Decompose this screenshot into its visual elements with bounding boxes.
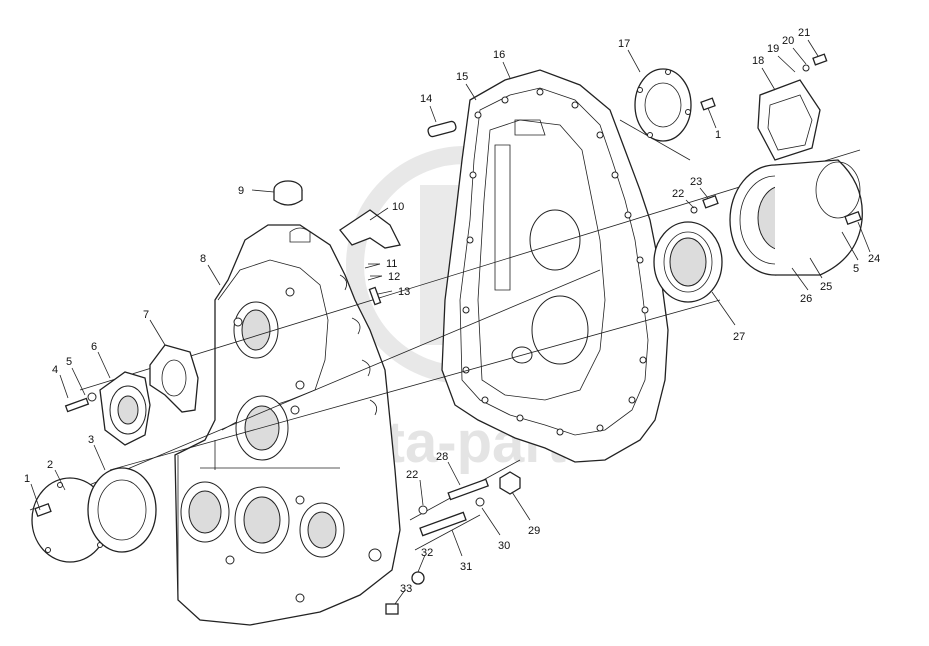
callout-14: 14	[420, 93, 432, 105]
parts-19-21	[802, 53, 828, 72]
callout-labels: 1 2 3 4 5 6 7 8 9 10 11 12 13 14 15 16 1…	[24, 27, 880, 595]
callout-33: 33	[400, 583, 412, 595]
callout-30: 30	[498, 540, 510, 552]
part-10-bracket	[339, 209, 401, 249]
callout-23: 23	[690, 176, 702, 188]
callout-19: 19	[767, 43, 779, 55]
callout-12: 12	[388, 271, 400, 283]
callout-6: 6	[91, 341, 97, 353]
callout-7: 7	[143, 309, 149, 321]
callout-5-right: 5	[853, 263, 859, 275]
parts-11-13	[364, 263, 383, 306]
callout-22-right: 22	[672, 188, 684, 200]
callout-31: 31	[460, 561, 472, 573]
part-7-gasket	[149, 344, 199, 413]
callout-4: 4	[52, 364, 58, 376]
callout-9: 9	[238, 185, 244, 197]
part-24-bolt	[844, 211, 862, 225]
part-3-gasket	[87, 467, 157, 553]
part-9-cap	[273, 180, 303, 206]
part-17-cover	[634, 68, 692, 142]
part-1-bolt-left	[34, 503, 52, 517]
part-26-housing	[729, 159, 863, 276]
callout-26: 26	[800, 293, 812, 305]
callout-22-bottom: 22	[406, 469, 418, 481]
rear-plate	[441, 69, 669, 463]
parts-22-23	[690, 195, 719, 214]
callout-29: 29	[528, 525, 540, 537]
callout-8: 8	[200, 253, 206, 265]
callout-27: 27	[733, 331, 745, 343]
part-1-bolt-right	[700, 97, 716, 111]
callout-3: 3	[88, 434, 94, 446]
callout-21: 21	[798, 27, 810, 39]
parts-28-33	[385, 471, 521, 615]
part-4-bolt	[64, 392, 97, 413]
callout-20: 20	[782, 35, 794, 47]
callout-10: 10	[392, 201, 404, 213]
callout-17: 17	[618, 38, 630, 50]
callout-16: 16	[493, 49, 505, 61]
part-6-bearing-cover	[99, 371, 151, 446]
callout-1-left: 1	[24, 473, 30, 485]
callout-13: 13	[398, 286, 410, 298]
part-18-flange	[757, 79, 821, 161]
callout-25: 25	[820, 281, 832, 293]
callout-11: 11	[386, 258, 397, 270]
leader-lines	[30, 39, 871, 605]
part-14-pin	[427, 120, 457, 138]
callout-18: 18	[752, 55, 764, 67]
callout-5-left: 5	[66, 356, 72, 368]
callout-24: 24	[868, 253, 880, 265]
callout-1-right: 1	[715, 129, 721, 141]
callout-32: 32	[421, 547, 433, 559]
part-27-seal	[653, 221, 723, 303]
callout-2: 2	[47, 459, 53, 471]
front-housing	[174, 224, 401, 626]
callout-15: 15	[456, 71, 468, 83]
callout-28: 28	[436, 451, 448, 463]
